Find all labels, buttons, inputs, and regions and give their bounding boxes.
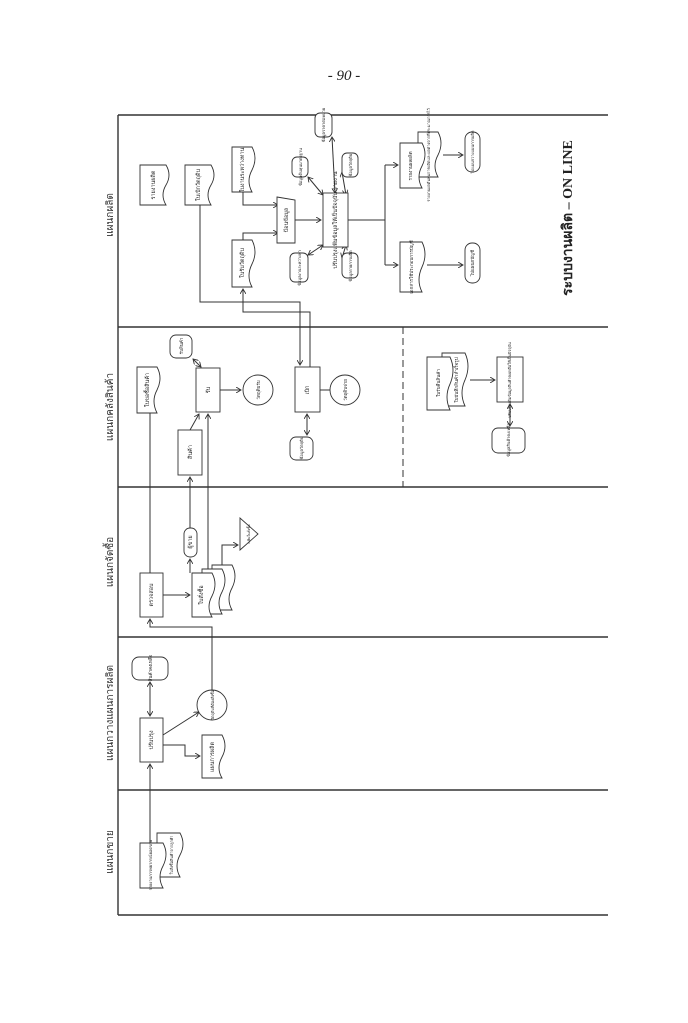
svg-text:ใบสั่งซื้อ: ใบสั่งซื้อ: [197, 585, 205, 604]
svg-text:ใบรับวัตถุดิบ: ใบรับวัตถุดิบ: [239, 248, 246, 278]
svg-text:สินค้า: สินค้า: [187, 445, 194, 460]
database-material-warehouse: ข้อมูลวัตถุดิบ: [289, 436, 314, 461]
svg-text:ข้อมูลสินค้าคงเหลือ: ข้อมูลสินค้าคงเหลือ: [506, 423, 512, 457]
process-update-plan: ปรับปรุง: [139, 717, 164, 763]
database-inventory: สินค้าคงเหลือ: [131, 654, 169, 682]
svg-text:เบิก: เบิก: [304, 386, 311, 395]
database-inventory-goods: ข้อมูลสินค้าคงเหลือ: [491, 423, 526, 457]
lane-label-production: แผนกผลิต: [105, 193, 116, 237]
svg-text:ใบงานระหว่างทาน: ใบงานระหว่างทาน: [239, 147, 246, 192]
document-purchase-request: ใบขอซื้อสินค้า: [136, 366, 161, 414]
svg-text:ใบเบิกวัตถุดิบ: ใบเบิกวัตถุดิบ: [195, 169, 202, 201]
document-material-requisition: ใบเบิกวัตถุดิบ: [184, 164, 215, 206]
terminator-supplier: ผู้ขาย: [183, 527, 198, 558]
process-update-inventory: ปรับปรุงแฟ้มข้อมูลสินค้าคงเหลือให้เป็นปั…: [496, 342, 524, 418]
document-material-receipt: ใบรับวัตถุดิบ: [231, 239, 256, 288]
document-production-report: รายงานผลิต: [139, 164, 170, 206]
svg-text:รายงานการพยากรณ์ยอดขาย: รายงานการพยากรณ์ยอดขาย: [148, 840, 153, 891]
svg-text:สินค้าคงเหลือ: สินค้าคงเหลือ: [147, 654, 154, 681]
database-production-items: ข้อมูลรายการผลิต: [341, 250, 359, 282]
database-material: ข้อมูลวัตถุดิบ: [341, 152, 359, 178]
process-issue: เบิก: [294, 366, 321, 413]
lane-label-planning: แผนกวางแผนการผลิต: [105, 665, 116, 761]
document-purchase-order-stack: ใบสั่งซื้อ: [191, 564, 236, 618]
manual-input-data-entry: ป้อนข้อมูล: [276, 196, 296, 244]
svg-text:ปรับปรุงแฟ้มข้อมูลให้เป็นปัจจุ: ปรับปรุงแฟ้มข้อมูลให้เป็นปัจจุบัน รายงาน: [331, 171, 339, 269]
svg-text:ข้อมูลต้นทุนมาตรฐาน: ข้อมูลต้นทุนมาตรฐาน: [298, 148, 304, 186]
document-production-plan: แผนการผลิต: [201, 734, 226, 779]
database-unit-price: ข้อมูลราคาต่อหน่วย: [314, 108, 333, 143]
svg-text:ข้อมูลรายการผลิต: ข้อมูลรายการผลิต: [348, 250, 354, 282]
terminator-to-planning: ไปแผนกวางแผนการผลิต: [464, 130, 481, 174]
svg-text:ผู้ขาย: ผู้ขาย: [187, 535, 194, 548]
lane-label-warehouse: แผนกคลังสินค้า: [104, 373, 116, 441]
connector-material-in: วัตถุดิบรับ: [242, 374, 274, 406]
document-output-report: รายงานผลผลิต: [399, 142, 426, 189]
svg-text:ใบสั่งซื้อสินค้าจากลูกค้า: ใบสั่งซื้อสินค้าจากลูกค้า: [168, 836, 174, 875]
database-work-in-process: ข้อมูลงานระหว่างทำ: [289, 250, 309, 286]
svg-text:ข้อมูลราคาต่อหน่วย: ข้อมูลราคาต่อหน่วย: [321, 108, 327, 143]
document-accounting: เอกสารใช้ประกอบการบัญชี: [399, 240, 426, 294]
svg-text:ป้อนข้อมูล: ป้อนข้อมูล: [283, 208, 290, 233]
svg-text:ข้อมูลวัตถุดิบ: ข้อมูลวัตถุดิบ: [299, 436, 305, 459]
svg-text:รับสินค้า: รับสินค้า: [179, 337, 185, 354]
document-work-in-process: ใบงานระหว่างทาน: [231, 146, 256, 193]
document-sales-forecast: รายงานการพยากรณ์ยอดขาย ใบสั่งซื้อสินค้าจ…: [139, 832, 184, 891]
document-return-note: ใบรับคืนสินค้า ใบบันทึกสินค้าสำเร็จรูป: [426, 352, 469, 411]
svg-text:รายงานผลต้นทุนการผลิตและผลต่าง: รายงานผลต้นทุนการผลิตและผลต่างจากที่ประม…: [426, 108, 432, 201]
svg-text:วัตถุดิบจ่าย: วัตถุดิบจ่าย: [343, 379, 349, 401]
svg-text:เอกสารใช้ประกอบการบัญชี: เอกสารใช้ประกอบการบัญชี: [409, 240, 415, 293]
connector-materials-to-order: วัตถุดิบที่ต้องสั่งซื้อ: [196, 689, 228, 721]
database-received-goods: รับสินค้า: [169, 334, 193, 359]
swimlane-frame: [117, 114, 608, 916]
svg-text:ตรวจสอบ: ตรวจสอบ: [148, 583, 155, 606]
svg-text:ข้อมูลงานระหว่างทำ: ข้อมูลงานระหว่างทำ: [297, 250, 303, 285]
database-standard-cost: ข้อมูลต้นทุนมาตรฐาน: [291, 148, 309, 186]
svg-text:วัตถุดิบที่ต้องสั่งซื้อ: วัตถุดิบที่ต้องสั่งซื้อ: [209, 690, 216, 720]
svg-text:ข้อมูลวัตถุดิบ: ข้อมูลวัตถุดิบ: [348, 153, 354, 176]
svg-text:ใบบันทึกสินค้าสำเร็จรูป: ใบบันทึกสินค้าสำเร็จรูป: [452, 357, 460, 402]
flow-lines: [150, 137, 510, 843]
lane-label-purchasing: แผนกจัดซื้อ: [102, 537, 116, 587]
file-triangle-purchase-orders: แฟ้มใบสั่งซื้อ: [239, 516, 259, 552]
page-number: - 90 -: [327, 68, 361, 84]
svg-text:ไปแผนกวางแผนการผลิต: ไปแผนกวางแผนการผลิต: [470, 130, 475, 174]
document-output-report-2: รายงานผลต้นทุนการผลิตและผลต่างจากที่ประม…: [417, 108, 442, 202]
terminator-to-accounting: ไปแผนกบัญชี: [464, 242, 481, 284]
connector-material-out: วัตถุดิบจ่าย: [329, 374, 361, 406]
svg-text:ใบรับคืนสินค้า: ใบรับคืนสินค้า: [435, 369, 442, 397]
svg-text:ปรับปรุง: ปรับปรุง: [148, 730, 155, 749]
svg-text:ใบขอซื้อสินค้า: ใบขอซื้อสินค้า: [143, 373, 151, 407]
process-check: ตรวจสอบ: [139, 572, 164, 618]
svg-text:แฟ้มใบสั่งซื้อ: แฟ้มใบสั่งซื้อ: [246, 524, 251, 543]
svg-text:แผนการผลิต: แผนการผลิต: [209, 742, 216, 772]
process-update-production-files: ปรับปรุงแฟ้มข้อมูลให้เป็นปัจจุบัน รายงาน: [322, 171, 349, 269]
process-goods: สินค้า: [177, 429, 203, 476]
svg-text:รายงานผลิต: รายงานผลิต: [150, 170, 157, 199]
svg-text:รายงานผลผลิต: รายงานผลผลิต: [408, 151, 414, 180]
svg-text:รับ: รับ: [205, 386, 212, 393]
svg-text:วัตถุดิบรับ: วัตถุดิบรับ: [256, 380, 262, 399]
process-receive: รับ: [195, 367, 221, 413]
svg-text:ไปแผนกบัญชี: ไปแผนกบัญชี: [470, 250, 476, 277]
diagram-title: ระบบงานผลิต – ON LINE: [560, 140, 576, 296]
svg-text:ปรับปรุงแฟ้มข้อมูลสินค้าคงเหลื: ปรับปรุงแฟ้มข้อมูลสินค้าคงเหลือให้เป็นปั…: [506, 342, 513, 418]
lane-label-sales: แผนกขาย: [105, 830, 116, 874]
